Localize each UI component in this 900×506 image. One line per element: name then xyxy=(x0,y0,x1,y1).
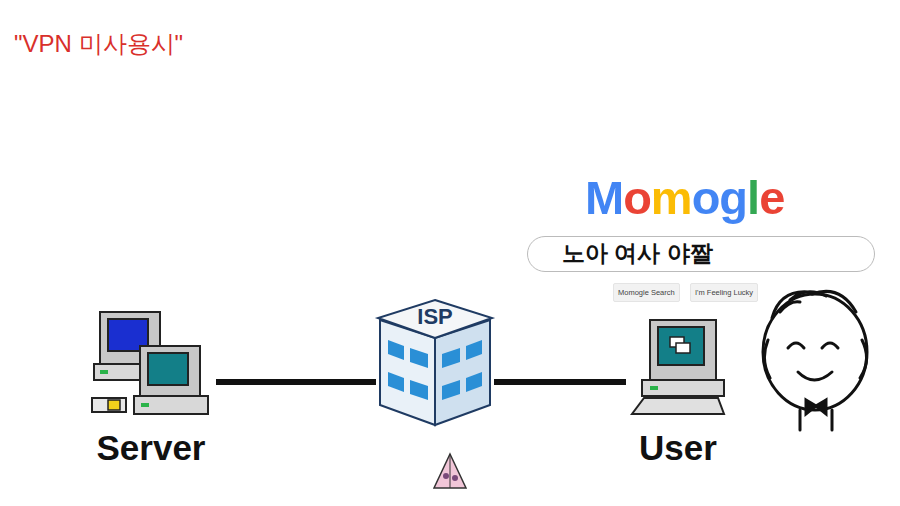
network-link xyxy=(216,382,376,383)
link-line xyxy=(494,379,626,385)
search-button: Momogle Search xyxy=(613,283,680,302)
node-text: Server xyxy=(86,428,216,468)
network-link xyxy=(494,382,626,383)
person-figure xyxy=(763,291,867,430)
node-text: I'm Feeling Lucky xyxy=(695,284,753,301)
slide-title: "VPN 미사용시" xyxy=(14,28,183,60)
user-computer xyxy=(632,320,724,414)
lucky-button: I'm Feeling Lucky xyxy=(690,283,758,302)
server-node: Server xyxy=(86,304,216,470)
logo-text: Momogle xyxy=(585,170,784,225)
node-text: ISP xyxy=(376,304,494,330)
node-text: User xyxy=(616,428,740,468)
node-text: 노아 여사 야짤 xyxy=(562,237,874,270)
server-computer xyxy=(92,312,208,414)
user-node: User xyxy=(626,316,730,470)
search-bar: 노아 여사 야짤 xyxy=(527,236,875,272)
pyramid-icon xyxy=(434,454,466,488)
isp-node: ISP xyxy=(376,298,494,430)
node-text: Momogle Search xyxy=(618,284,675,301)
link-line xyxy=(216,379,376,385)
